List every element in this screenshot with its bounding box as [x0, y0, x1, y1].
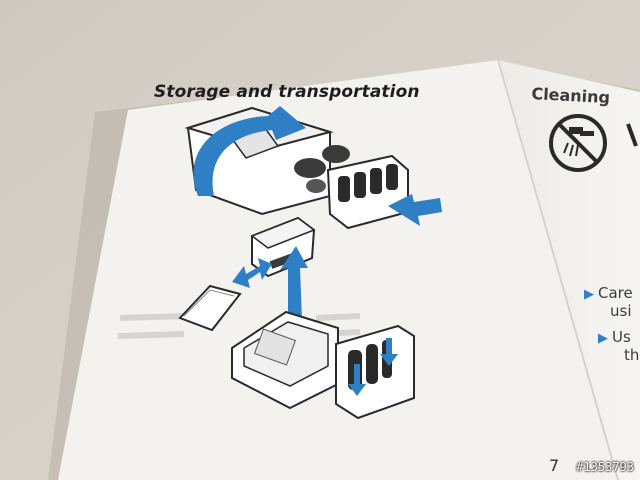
up-arrow-icon: [280, 246, 308, 320]
bullet-item-1: ▶ Care: [584, 284, 633, 302]
push-arrow-icon: [388, 194, 442, 226]
watermark-id: #1353793: [576, 460, 634, 474]
section-title-storage: Storage and transportation: [154, 82, 420, 102]
down-arrow-right-icon: [380, 338, 398, 366]
bullet-item-2: ▶ Us: [598, 328, 631, 346]
bullet-item-1-line1: Care: [598, 284, 633, 302]
no-water-icon: [549, 114, 607, 172]
page-number: 7: [549, 456, 560, 475]
bullet-triangle-icon: ▶: [598, 331, 608, 346]
bullet-triangle-icon: ▶: [584, 287, 594, 302]
right-page: [498, 60, 640, 480]
module-illustration: [250, 216, 316, 278]
right-page-partial-glyph: [626, 123, 638, 147]
page-fold: [497, 59, 619, 480]
rotate-arrow-icon: [193, 106, 306, 196]
bullet-item-2-line1: Us: [612, 328, 631, 346]
double-arrow-icon: [232, 258, 272, 288]
bullet-item-1-cont: usi: [610, 302, 632, 320]
section-title-cleaning: Cleaning: [531, 84, 611, 108]
down-arrow-left-icon: [348, 364, 366, 396]
card-illustration: [178, 284, 242, 332]
bullet-item-2-cont: th: [624, 346, 640, 364]
case-illustration-bottom: [231, 310, 415, 420]
